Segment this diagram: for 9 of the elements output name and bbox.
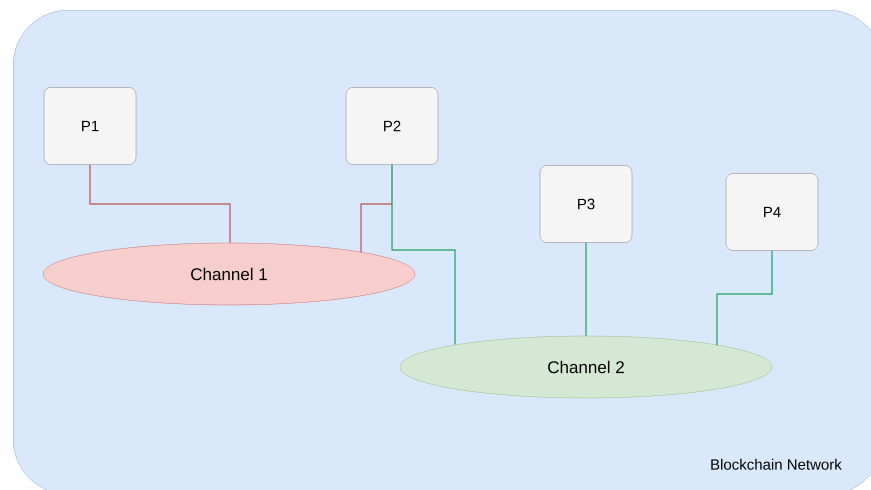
peer-box: P2	[346, 87, 438, 165]
peer-box: P4	[726, 173, 818, 251]
peer-box: P3	[540, 165, 632, 243]
connector-line	[716, 250, 773, 346]
peer-box: P1	[44, 87, 136, 165]
connector-line	[391, 164, 456, 344]
connector-line	[585, 242, 587, 336]
connector-line	[89, 164, 231, 243]
area-label: Blockchain Network	[711, 458, 842, 470]
